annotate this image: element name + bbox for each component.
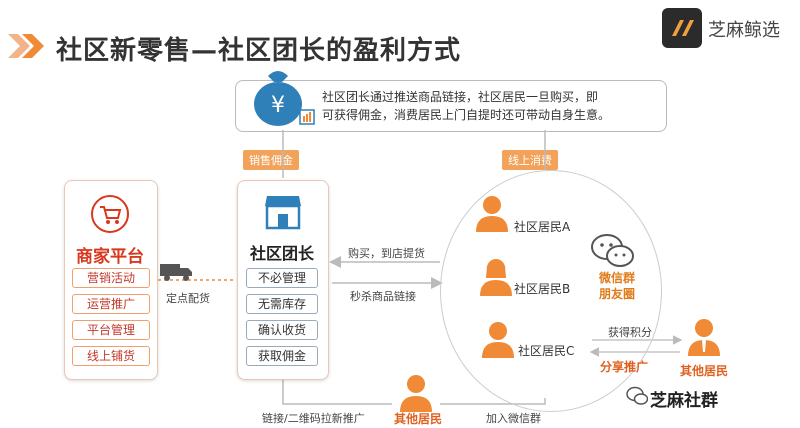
wechat-moments: 朋友圈 [598,287,635,301]
brand-logo [662,8,702,48]
storefront-icon [265,196,301,230]
label-share-promo: 分享推广 [600,360,649,374]
wechat-label: 微信群 朋友圈 [592,270,642,302]
money-bag-icon: ¥ [254,71,315,126]
merchant-item: 线上铺货 [72,346,150,366]
merchant-item: 平台管理 [72,320,150,340]
leader-title: 社区团长 [249,244,314,263]
other-resident-right-label: 其他居民 [680,364,729,378]
person-icon [476,196,508,232]
leader-item: 不必管理 [246,268,318,288]
footer-brand: 芝麻社群 [650,391,718,411]
brand-logo-icon [672,20,694,36]
leader-item: 无需库存 [246,294,318,314]
wechat-footer-icon [626,386,648,405]
resident-b-label: 社区居民B [514,282,571,296]
title-chevron-icon [8,34,44,58]
person-icon [400,375,432,412]
tag-online-consumption: 线上消费 [502,150,558,170]
brand-name: 芝麻鲸选 [708,20,780,41]
tag-sales-commission: 销售佣金 [243,150,299,170]
other-resident-bottom-label: 其他居民 [394,412,443,426]
wechat-group: 微信群 [598,271,635,285]
label-flash-link: 秒杀商品链接 [350,290,416,303]
merchant-title: 商家平台 [76,247,144,267]
label-link-qr: 链接/二维码拉新推广 [262,412,365,425]
resident-a-label: 社区居民A [514,220,571,234]
label-buy-pickup: 购买，到店提货 [348,247,425,260]
label-delivery: 定点配货 [166,292,210,305]
label-earn-points: 获得积分 [608,326,652,339]
resident-c-label: 社区居民C [518,344,575,358]
leader-item: 获取佣金 [246,346,318,366]
shopping-cart-icon [91,195,129,233]
page-title: 社区新零售—社区团长的盈利方式 [56,36,462,66]
label-join-group: 加入微信群 [486,412,541,425]
merchant-item: 营销活动 [72,268,150,288]
info-text: 社区团长通过推送商品链接，社区居民一旦购买，即 可获得佣金，消费居民上门自提时还… [322,88,662,124]
info-line-2: 可获得佣金，消费居民上门自提时还可带动自身生意。 [322,108,611,122]
person-icon [688,319,720,356]
svg-text:¥: ¥ [271,93,285,118]
truck-icon [160,264,192,281]
wechat-icon [591,234,634,267]
info-line-1: 社区团长通过推送商品链接，社区居民一旦购买，即 [322,90,599,104]
leader-item: 确认收货 [246,320,318,340]
merchant-item: 运营推广 [72,294,150,314]
person-icon [480,259,512,296]
residents-circle [440,170,662,412]
person-icon [482,322,514,358]
